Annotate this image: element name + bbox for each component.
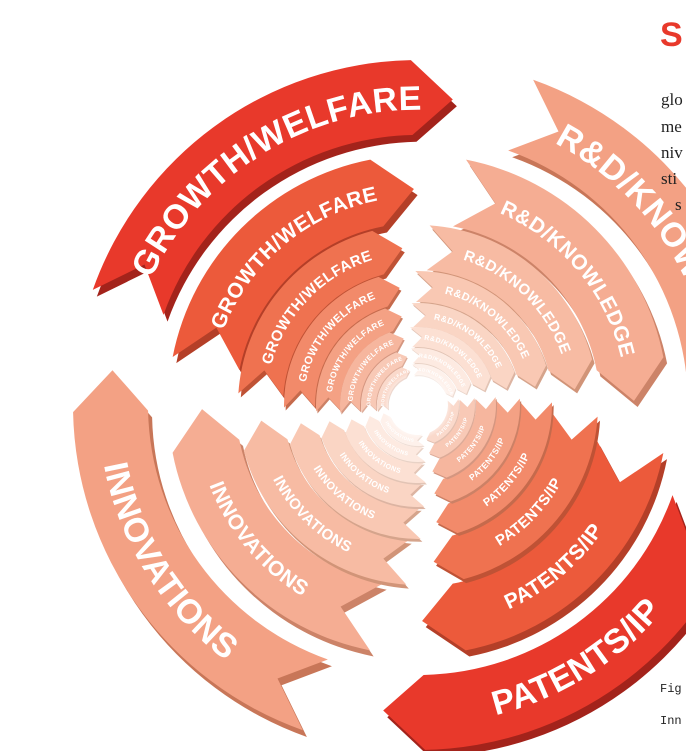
ring-arrow-body [429, 397, 475, 458]
figure-caption-line: Inn [660, 714, 682, 728]
ring-arrow-body [238, 230, 403, 397]
section-heading: S [660, 16, 683, 54]
body-text-line: niv [661, 143, 683, 162]
ring-arrow-body [321, 421, 425, 507]
ring-arrow-body [316, 308, 402, 412]
ring-arrow-body [415, 271, 547, 387]
ring-arrow-body [340, 332, 404, 413]
ring-arrow-body [361, 352, 407, 413]
ring-arrow-body [436, 402, 552, 534]
ring-arrow-body [383, 495, 686, 750]
ring-arrow-body [433, 413, 598, 580]
ring-arrow-body [410, 327, 491, 391]
ring-arrow-body [410, 348, 471, 394]
body-text-line: glo [661, 90, 683, 109]
body-text-line: me [661, 117, 682, 136]
ring-arrow-body [452, 159, 664, 401]
ring-arrow-body [508, 79, 686, 373]
ring-arrow-body [92, 60, 453, 315]
body-text-line: s [675, 195, 682, 214]
body-text-line: sti [661, 169, 678, 188]
ring-arrow-body [365, 416, 426, 462]
ring-arrow-body [172, 409, 384, 651]
ring-arrow-body [422, 439, 664, 651]
diagram-centre [384, 371, 452, 439]
ring-arrow-body [73, 370, 328, 731]
ring-arrow-body [284, 276, 400, 408]
ring-arrow-body [243, 420, 410, 585]
ring-arrow-body [411, 303, 515, 389]
ring-arrow-body [172, 159, 414, 371]
figure-caption: Fig [660, 682, 682, 696]
ring-arrow-body [434, 398, 520, 502]
ring-arrow-body [432, 397, 496, 478]
ring-arrow-body [289, 423, 421, 539]
ring-arrow-body [345, 419, 426, 483]
ring-arrow-body [426, 225, 593, 390]
